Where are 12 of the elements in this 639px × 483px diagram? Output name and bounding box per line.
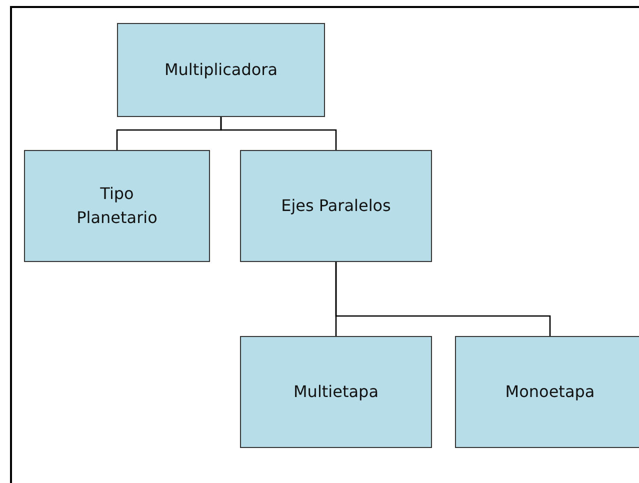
node-label: Monoetapa	[505, 381, 595, 403]
connector-line	[220, 117, 337, 150]
node-label: Multiplicadora	[164, 59, 278, 81]
node-label: Ejes Paralelos	[281, 195, 391, 217]
process-box	[240, 336, 432, 448]
process-box	[24, 150, 210, 262]
connector-line	[335, 262, 551, 336]
node-label: Tipo Planetario	[76, 183, 158, 229]
process-box	[240, 150, 432, 262]
node-label: Multietapa	[294, 381, 378, 403]
process-box	[117, 23, 325, 117]
process-box	[455, 336, 639, 448]
